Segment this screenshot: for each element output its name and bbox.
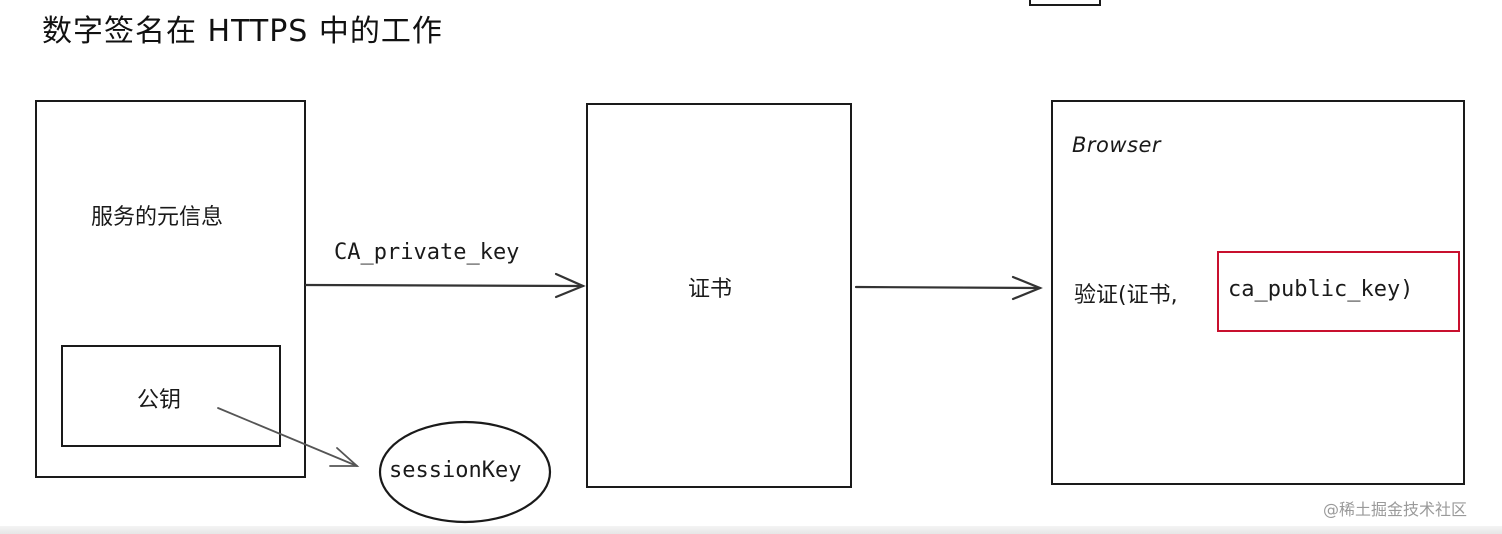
verify-prefix-label: 验证(证书, xyxy=(1074,283,1178,308)
certificate-label: 证书 xyxy=(688,277,733,302)
session-key-label: sessionKey xyxy=(389,458,522,483)
watermark: @稀土掘金技术社区 xyxy=(1323,500,1468,519)
ca-public-key-label: ca_public_key) xyxy=(1228,277,1414,302)
browser-box xyxy=(1051,100,1465,485)
cropped-top-box xyxy=(1029,0,1101,6)
arrow-sign-icon xyxy=(304,272,586,299)
page-title: 数字签名在 HTTPS 中的工作 xyxy=(42,14,443,49)
browser-label: Browser xyxy=(1072,133,1162,157)
bottom-strip xyxy=(0,526,1502,534)
ca-public-key-highlight xyxy=(1217,251,1460,332)
certificate-box xyxy=(586,103,852,488)
server-meta-box xyxy=(35,100,306,478)
public-key-label: 公钥 xyxy=(137,388,182,413)
public-key-box xyxy=(61,345,281,447)
ca-private-key-label: CA_private_key xyxy=(334,240,520,265)
server-meta-label: 服务的元信息 xyxy=(91,205,224,230)
arrow-deliver-icon xyxy=(854,275,1043,301)
